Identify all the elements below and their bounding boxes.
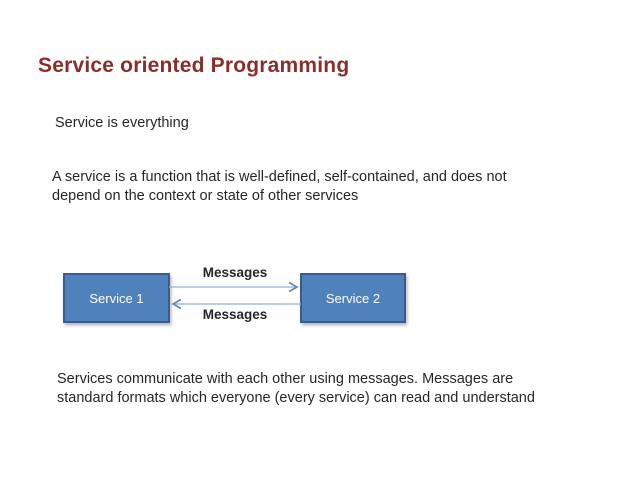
arrow-head-left-icon (171, 298, 182, 310)
bottom-arrow-label: Messages (202, 307, 268, 322)
service1-label: Service 1 (89, 290, 144, 306)
paragraph-line: depend on the context or state of other … (52, 188, 359, 204)
top-arrow-label: Messages (202, 265, 268, 280)
paragraph-line: Services communicate with each other usi… (57, 371, 514, 387)
paragraph-service-definition: A service is a function that is well-def… (52, 168, 507, 206)
service2-box: Service 2 (300, 273, 406, 323)
message-arrows (169, 281, 301, 310)
arrow-head-right-icon (288, 281, 299, 293)
paragraph-service-is-everything: Service is everything (55, 115, 189, 131)
paragraph-line: A service is a function that is well-def… (52, 169, 507, 185)
slide-title: Service oriented Programming (38, 54, 350, 77)
paragraph-line: standard formats which everyone (every s… (57, 390, 535, 406)
service1-box: Service 1 (63, 273, 170, 323)
paragraph-messages-communication: Services communicate with each other usi… (57, 370, 535, 408)
service2-label: Service 2 (325, 290, 381, 306)
